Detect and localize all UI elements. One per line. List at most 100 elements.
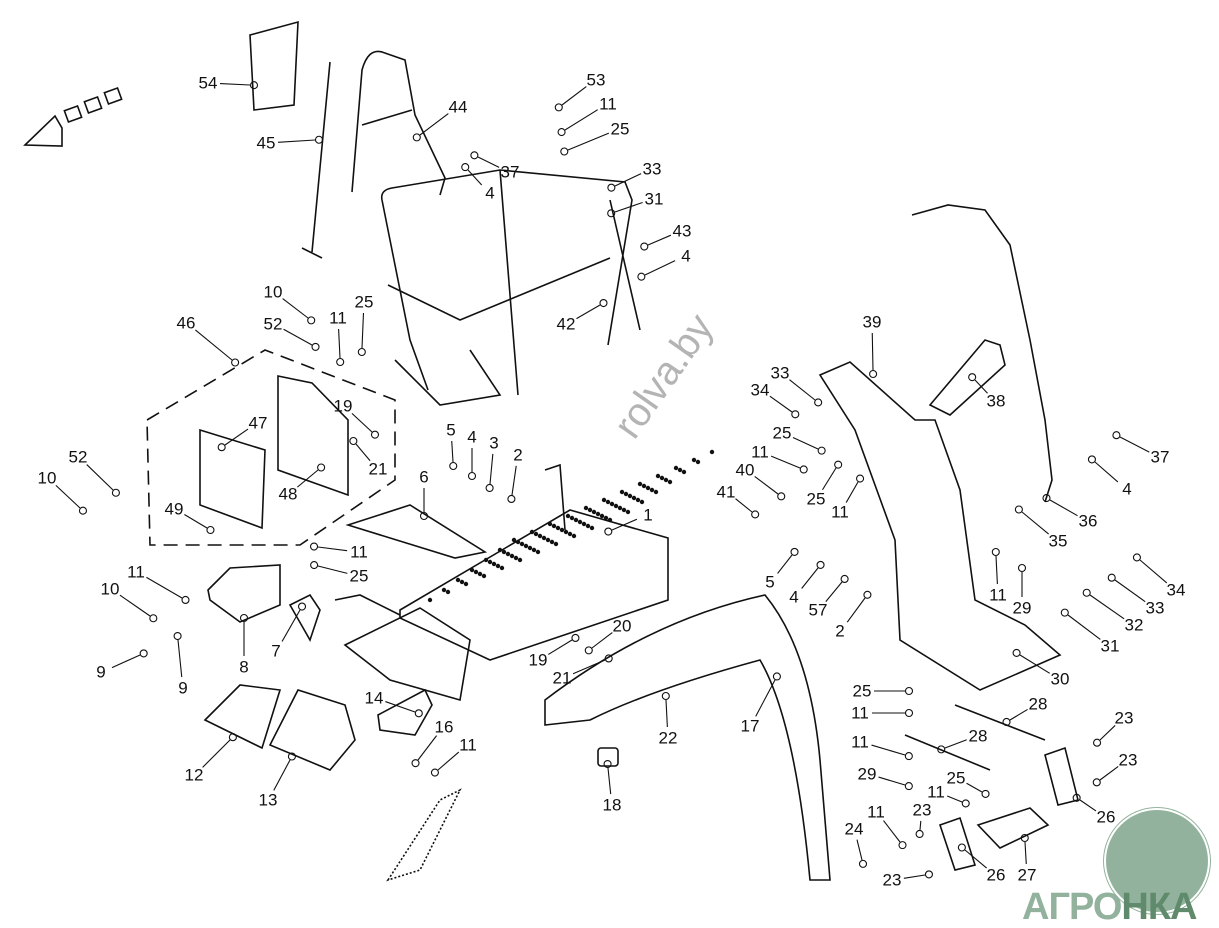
leader-line [1049, 499, 1078, 517]
handle-part-44 [351, 50, 446, 196]
leader-line [1067, 614, 1101, 640]
platform-hole [513, 555, 519, 561]
logo-text-right: НКА [1121, 886, 1197, 928]
leader-line [591, 632, 613, 649]
platform-hole [477, 571, 483, 577]
callout-label: 19 [528, 650, 548, 670]
plate-part-26b [938, 816, 977, 871]
callout-label: 11 [599, 94, 617, 114]
callout-label: 37 [500, 162, 520, 182]
leader-line [111, 654, 141, 669]
fastener-part [1107, 573, 1116, 582]
platform-hole [677, 467, 683, 473]
callout-label: 29 [857, 764, 877, 784]
fastener-part [412, 133, 421, 142]
platform-hole [609, 501, 615, 507]
callout-label: 4 [485, 183, 495, 203]
platform-hole [499, 565, 505, 571]
fastener-part [1060, 608, 1069, 617]
fastener-part [661, 691, 670, 701]
platform-hole [635, 497, 641, 503]
callout-label: 19 [333, 396, 353, 416]
leader-line [789, 379, 816, 401]
fastener-part [111, 488, 120, 497]
platform-hole [509, 553, 515, 559]
platform-hole [487, 559, 493, 565]
fastener-part [814, 398, 823, 407]
callout-label: 5 [446, 420, 456, 440]
platform-hole [523, 543, 529, 549]
platform-hole [553, 541, 559, 547]
fastener-part [349, 436, 358, 446]
callout-label: 10 [37, 468, 57, 488]
fastener-part [772, 672, 781, 681]
leader-line [437, 751, 460, 771]
callout-label: 8 [239, 657, 249, 677]
callout-label: 23 [1118, 750, 1138, 770]
cover-part-6 [345, 504, 488, 559]
platform-hole [623, 491, 629, 497]
fastener-part [470, 151, 479, 160]
leader-line [385, 701, 416, 713]
callout-label: 11 [831, 502, 849, 522]
leader-line [966, 782, 983, 793]
platform-hole [641, 483, 647, 489]
leader-line [1139, 559, 1168, 584]
platform-hole [577, 519, 583, 525]
fastener-part [1002, 717, 1011, 727]
callout-label: 33 [642, 159, 662, 179]
leader-line [195, 329, 233, 361]
platform-hole [587, 507, 593, 513]
leader-line [770, 455, 801, 469]
leader-line [792, 436, 819, 450]
fastener-part [1082, 588, 1091, 597]
leader-lines [55, 81, 1168, 879]
callout-label: 12 [184, 765, 204, 785]
fastener-part [1132, 553, 1141, 562]
callout-label: 11 [989, 585, 1007, 605]
platform-hole [601, 497, 607, 503]
fastener-part [217, 443, 226, 452]
fastener-part [863, 590, 872, 599]
leader-line [964, 849, 988, 869]
fastener-part [790, 547, 799, 556]
leader-line [355, 443, 371, 462]
callout-label: 11 [851, 703, 869, 723]
cover-part-54 [249, 20, 299, 111]
fastener-part [560, 147, 569, 156]
leader-line [1024, 841, 1027, 865]
callout-label: 43 [672, 221, 692, 241]
leader-line [184, 514, 208, 529]
leader-line [769, 395, 793, 413]
fastener-part [584, 646, 593, 655]
callout-label: 4 [681, 246, 691, 266]
logo: АГРОНКА [1018, 808, 1210, 928]
callout-label: 11 [350, 542, 368, 562]
callout-label: 49 [164, 499, 184, 519]
fastener-part [991, 547, 1000, 557]
leader-line [417, 735, 438, 761]
platform-hole [667, 479, 673, 485]
platform-hole [531, 547, 537, 553]
fastener-part [173, 631, 182, 641]
callout-label: 48 [278, 484, 298, 504]
leader-line [735, 498, 753, 513]
callout-label: 11 [927, 782, 945, 802]
fastener-part [239, 613, 249, 623]
platform-hole [595, 511, 601, 517]
leader-line [451, 440, 454, 463]
platform-hole [691, 457, 697, 463]
platform-hole [565, 513, 571, 519]
fastener-part [357, 347, 366, 357]
fastener-part [571, 633, 580, 643]
callout-label: 14 [364, 688, 384, 708]
step-part-27 [976, 807, 1050, 849]
leader-line [974, 379, 988, 394]
fastener-part [751, 510, 760, 519]
fastener-part [1042, 494, 1051, 503]
fastener-part [287, 752, 296, 761]
leader-line [825, 581, 843, 602]
fastener-part [149, 614, 158, 623]
logo-text-left: АГРО [1022, 886, 1122, 928]
callout-label: 4 [789, 587, 799, 607]
